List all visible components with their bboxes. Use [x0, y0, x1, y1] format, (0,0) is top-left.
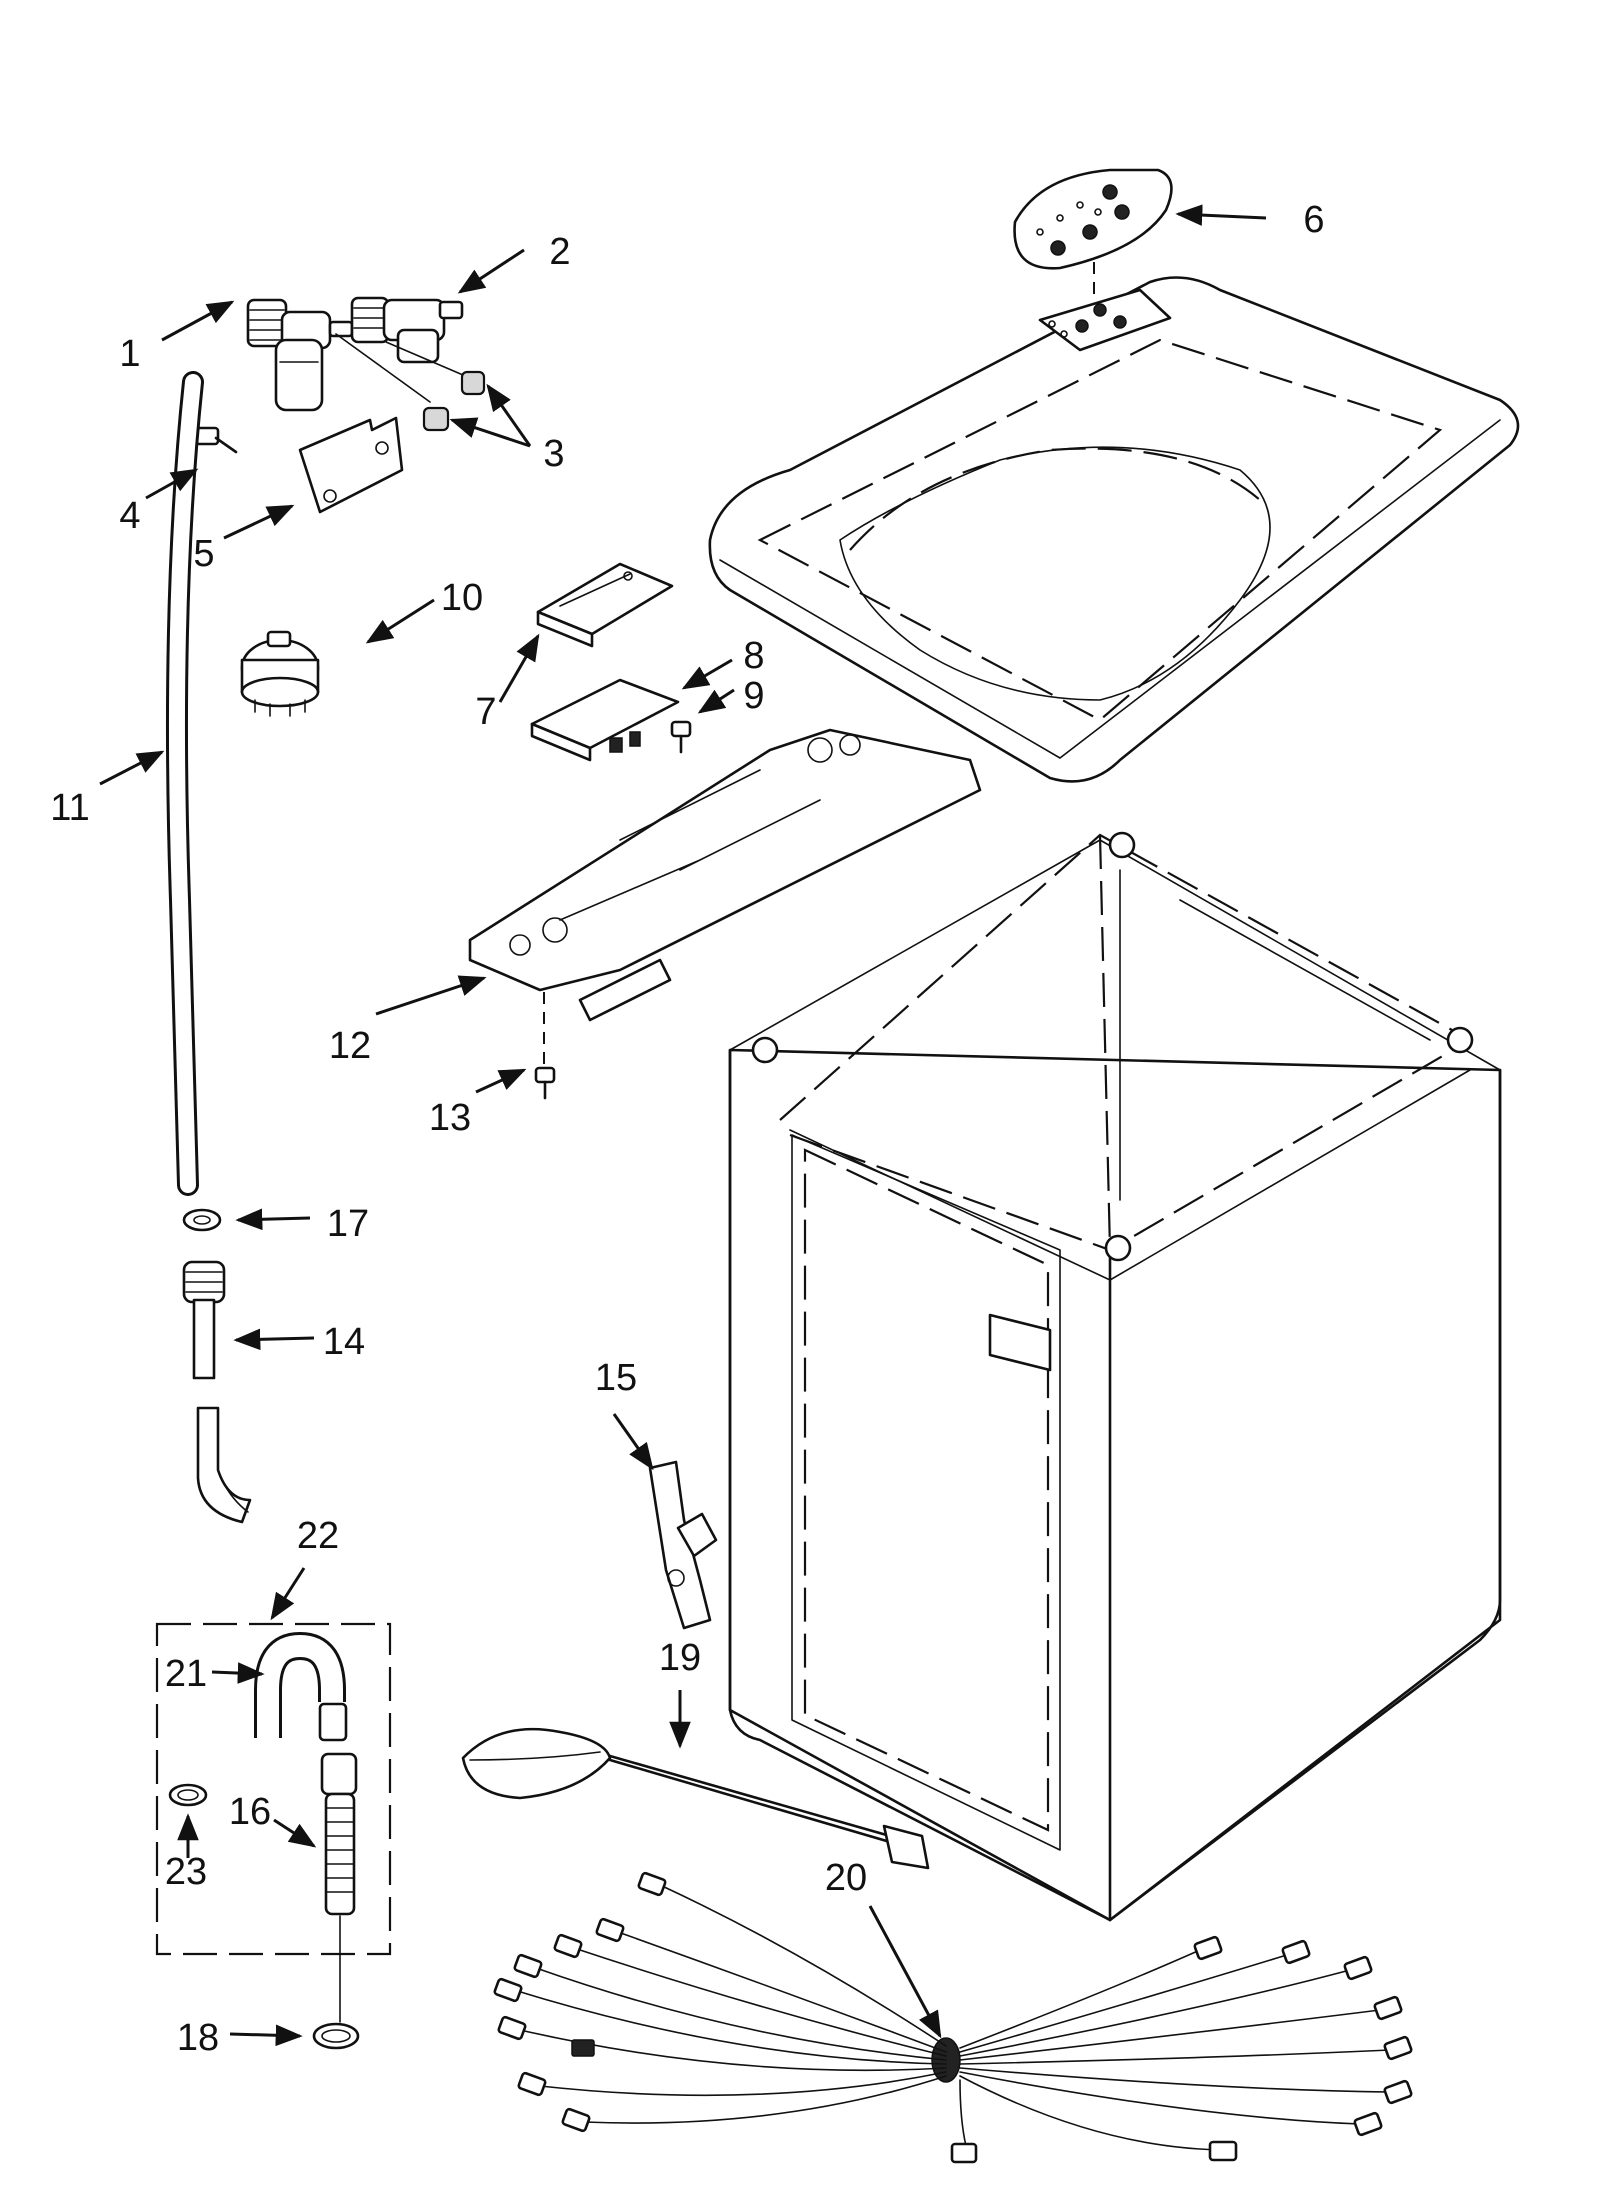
callout-23: 23 [165, 1851, 207, 1893]
screw-icon [534, 1066, 556, 1100]
callout-3: 3 [543, 433, 564, 475]
drain-pump [648, 1460, 718, 1630]
cabinet [728, 831, 1502, 1922]
callout-11: 11 [50, 787, 89, 829]
washer-ring [182, 1208, 222, 1232]
top-cover [708, 276, 1520, 783]
callout-10: 10 [441, 577, 483, 619]
callout-5: 5 [193, 533, 214, 575]
hose-connector-fittings [422, 370, 486, 432]
hose-elbow [254, 1631, 348, 1742]
callout-1: 1 [119, 333, 140, 375]
control-panel-overlay [1013, 168, 1173, 270]
screw-icon [194, 426, 238, 454]
leader-arrows [99, 204, 1267, 2047]
callout-16: 16 [229, 1791, 271, 1833]
drain-kit-box [155, 1622, 392, 1956]
callout-12: 12 [329, 1025, 371, 1067]
callout-15: 15 [595, 1357, 637, 1399]
hose-clamp [168, 1783, 208, 1807]
callout-20: 20 [825, 1857, 867, 1899]
callout-6: 6 [1303, 199, 1324, 241]
pressure-hose [165, 371, 204, 1196]
callout-2: 2 [549, 231, 570, 273]
callout-labels: 1 2 3 4 5 6 7 8 9 10 11 12 13 14 15 16 1… [50, 199, 1324, 2059]
wire-harness [493, 1871, 1413, 2164]
drain-hose [182, 1260, 252, 1524]
callout-19: 19 [659, 1637, 701, 1679]
user-interface-board [536, 562, 674, 648]
hose-clamp [312, 2022, 360, 2050]
pressure-switch [240, 630, 320, 717]
hose-connector-line [335, 333, 431, 403]
callout-21: 21 [165, 1653, 207, 1695]
callout-13: 13 [429, 1097, 471, 1139]
callout-7: 7 [475, 691, 496, 733]
callout-18: 18 [177, 2017, 219, 2059]
callout-14: 14 [323, 1321, 365, 1363]
screw-icon [670, 720, 692, 754]
callout-22: 22 [297, 1515, 339, 1557]
water-inlet-valve-hot [350, 296, 464, 364]
water-inlet-valve-cold [246, 298, 354, 412]
callout-9: 9 [743, 675, 764, 717]
callout-8: 8 [743, 635, 764, 677]
callout-17: 17 [327, 1203, 369, 1245]
control-board [530, 678, 680, 762]
valve-bracket [298, 416, 404, 514]
callout-4: 4 [119, 495, 140, 537]
hose-connector-line [385, 341, 471, 379]
control-panel-bracket [468, 728, 982, 1022]
power-cord [461, 1727, 930, 1870]
drain-hose-extension [320, 1752, 358, 1916]
